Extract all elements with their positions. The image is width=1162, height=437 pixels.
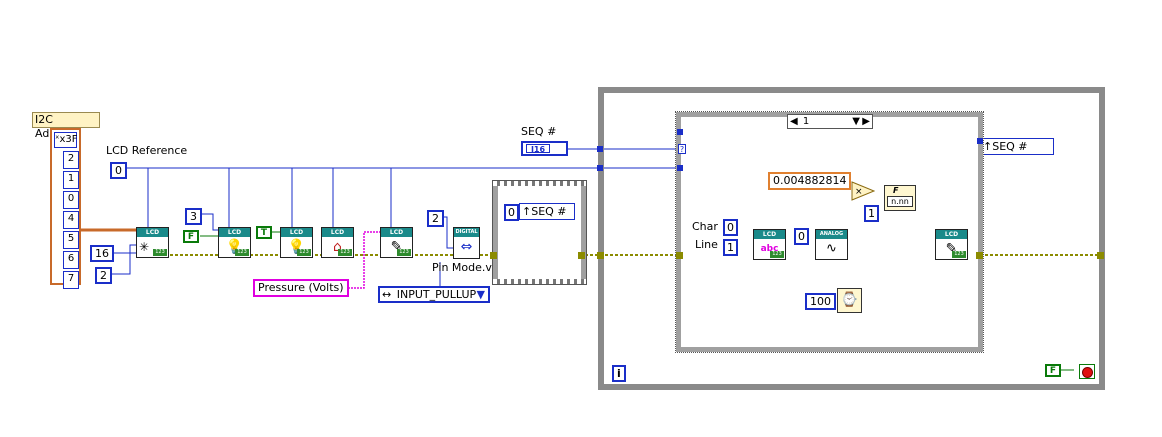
home-icon: ⌂ xyxy=(333,239,342,255)
lcd-display-vi[interactable]: LCD 💡 123 xyxy=(280,227,313,258)
lcd-print-vi[interactable]: LCD ✎ 123 xyxy=(380,227,413,258)
increment-icon[interactable]: ▶ xyxy=(862,116,870,127)
multiply-symbol: × xyxy=(855,187,863,197)
film-strip-top xyxy=(493,181,586,186)
case-tunnel-error-out xyxy=(976,252,983,259)
decrement-icon[interactable]: ◀ xyxy=(790,116,798,127)
pin-mode-vi-label: Pin Mode.vi xyxy=(432,261,495,274)
flat-sequence-frame: 0 ↑SEQ # xyxy=(492,180,587,285)
i16-indicator: I16 xyxy=(526,144,550,154)
format-precision-constant[interactable]: 1 xyxy=(864,205,879,222)
case-structure[interactable]: ◀ 1 ▼ ▶ ? 0.004882814 × F n.nn 1 Char 0 … xyxy=(675,111,984,353)
list-item[interactable]: 7 xyxy=(63,271,79,289)
seq-local-variable[interactable]: ↑SEQ # xyxy=(519,203,575,220)
abc-cursor-icon: abc xyxy=(760,244,779,254)
format-number-icon: n.nn xyxy=(887,196,913,207)
case-tunnel-ref xyxy=(677,165,683,171)
analog-pin-constant[interactable]: 0 xyxy=(794,228,809,245)
seq-control-label: SEQ # xyxy=(521,125,557,138)
wait-ms-constant[interactable]: 100 xyxy=(805,293,836,310)
tunnel-error-out xyxy=(1097,252,1104,259)
line-label: Line xyxy=(695,238,718,251)
format-value-function[interactable]: F n.nn xyxy=(884,185,916,211)
format-f-icon: F xyxy=(893,186,899,195)
pencil-icon: ✎ xyxy=(390,239,403,255)
lcd-columns-constant[interactable]: 16 xyxy=(90,245,114,262)
lcd-home-vi[interactable]: LCD ⌂ 123 xyxy=(321,227,354,258)
lcd-set-cursor-vi[interactable]: LCD abc 123 xyxy=(753,229,786,260)
lcd-reference-constant[interactable]: 0 xyxy=(110,162,127,179)
lcd-print-value-vi[interactable]: LCD ✎ 123 xyxy=(935,229,968,260)
line-constant[interactable]: 1 xyxy=(723,239,738,256)
analog-read-vi[interactable]: ANALOG ∿ xyxy=(815,229,848,260)
i2c-address-label: I2C Address xyxy=(32,112,100,140)
wait-ms-function[interactable]: ⌚ xyxy=(837,288,862,313)
i2c-pin-list: 2 1 0 4 5 6 7 xyxy=(63,151,79,289)
list-item[interactable]: 4 xyxy=(63,211,79,229)
sine-wave-icon: ∿ xyxy=(826,241,837,256)
case-selector[interactable]: ◀ 1 ▼ ▶ xyxy=(787,114,873,129)
list-item[interactable]: 5 xyxy=(63,231,79,249)
case-tunnel-seq xyxy=(677,129,683,135)
list-item[interactable]: 6 xyxy=(63,251,79,269)
enum-arrows-icon: ↔ xyxy=(382,288,392,301)
multiply-triangle-icon: × xyxy=(851,181,876,201)
list-item[interactable]: 0 xyxy=(63,191,79,209)
film-strip-bottom xyxy=(493,279,586,284)
pressure-string-constant[interactable]: Pressure (Volts) xyxy=(253,279,349,297)
lcd-rows-constant[interactable]: 2 xyxy=(95,267,112,284)
bidirectional-arrow-icon: ⇔ xyxy=(460,239,473,255)
dropdown-icon[interactable]: ▼ xyxy=(852,116,860,127)
pin-number-constant[interactable]: 2 xyxy=(427,210,444,227)
backlight-constant[interactable]: 3 xyxy=(185,208,202,225)
i2c-address-value[interactable]: ˣx3F xyxy=(54,132,78,148)
i2c-address-array[interactable]: ˣx3F 2 1 0 4 5 6 7 xyxy=(50,128,81,289)
lcd-backlight-vi[interactable]: LCD 💡 123 xyxy=(218,227,251,258)
digital-pin-mode-vi[interactable]: DIGITAL ⇔ xyxy=(453,227,480,259)
display-true-constant[interactable]: T xyxy=(256,226,272,239)
case-tunnel-error-in xyxy=(676,252,683,259)
seq-local-terminal xyxy=(977,138,983,144)
list-item[interactable]: 2 xyxy=(63,151,79,169)
lcd-init-vi[interactable]: LCD ✳ 123 xyxy=(136,227,169,258)
stop-condition-icon[interactable] xyxy=(1079,364,1095,379)
backlight-false-constant[interactable]: F xyxy=(183,230,199,243)
tunnel-seq xyxy=(597,146,603,152)
list-item[interactable]: 1 xyxy=(63,171,79,189)
stop-false-constant[interactable]: F xyxy=(1045,364,1061,377)
scale-factor-constant[interactable]: 0.004882814 xyxy=(768,172,852,190)
seq-init-constant[interactable]: 0 xyxy=(504,204,519,221)
sparkle-icon: ✳ xyxy=(139,240,150,254)
tunnel-seq-frame-left xyxy=(490,252,497,259)
stopwatch-icon: ⌚ xyxy=(840,292,859,308)
pencil-icon: ✎ xyxy=(945,241,958,257)
pin-mode-enum[interactable]: ↔ INPUT_PULLUP ▼ xyxy=(378,286,490,303)
lcd-reference-label: LCD Reference xyxy=(106,144,188,157)
tunnel-ref xyxy=(597,165,603,171)
multiply-node[interactable]: × xyxy=(851,181,876,201)
seq-control[interactable]: I16 xyxy=(521,141,568,156)
dropdown-icon[interactable]: ▼ xyxy=(476,288,485,301)
case-selector-terminal: ? xyxy=(678,144,686,154)
tunnel-error-in xyxy=(597,252,604,259)
loop-iteration-terminal: i xyxy=(612,365,626,382)
char-label: Char xyxy=(692,220,718,233)
tunnel-seq-frame-right xyxy=(578,252,585,259)
seq-out-local-variable[interactable]: ↑SEQ # xyxy=(980,138,1054,155)
char-constant[interactable]: 0 xyxy=(723,219,738,236)
